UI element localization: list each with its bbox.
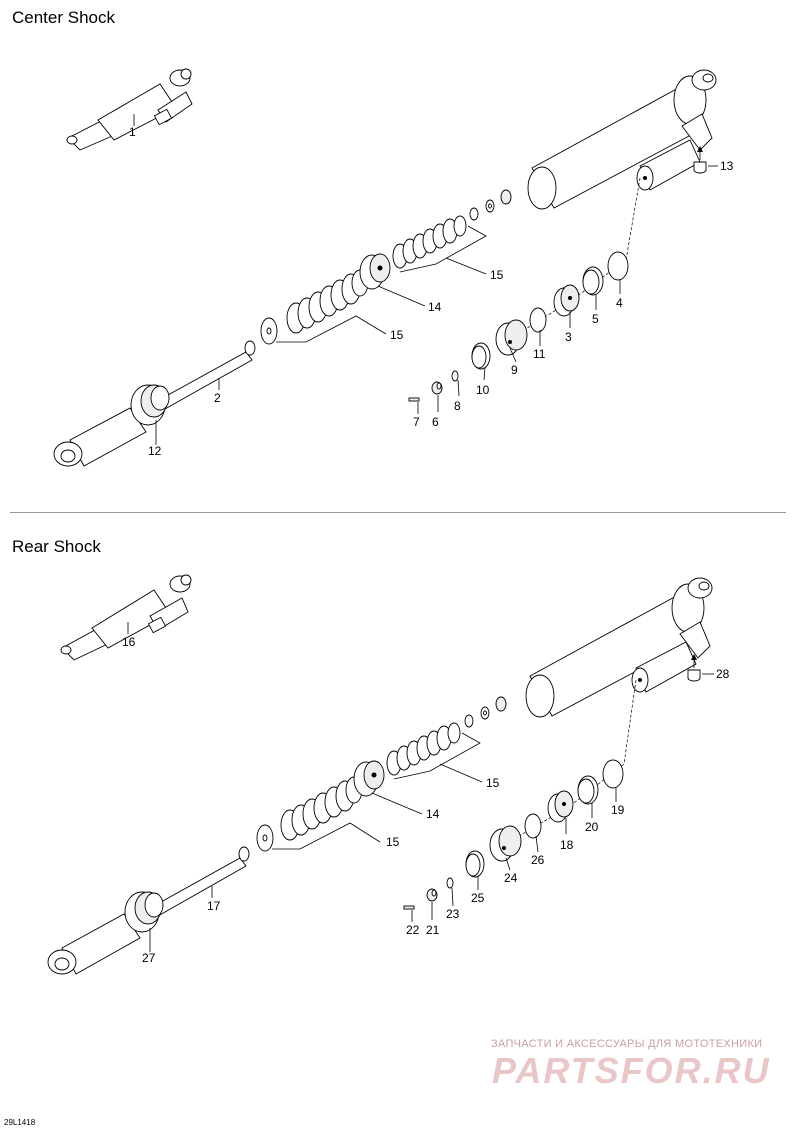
bladder-cap — [495, 319, 528, 356]
callout-11: 11 — [533, 347, 546, 361]
reservoir-cap — [693, 161, 707, 174]
floating-piston — [553, 284, 580, 317]
callout-1: 1 — [129, 125, 136, 139]
small-washer — [469, 207, 479, 221]
reservoir-cap — [687, 669, 701, 682]
piston — [353, 760, 385, 797]
reservoir — [636, 139, 701, 191]
o-ring-19 — [602, 759, 624, 789]
figure-code: 29L1418 — [4, 1118, 36, 1127]
shock-body — [525, 577, 713, 718]
callout-27: 27 — [142, 951, 156, 965]
callout-20: 20 — [585, 820, 599, 834]
callout-28: 28 — [716, 667, 730, 681]
callout-17: 17 — [207, 899, 221, 913]
rear-shock-diagram: 16 17 18 19 20 21 22 23 24 25 26 27 28 1… — [47, 574, 730, 975]
callout-16: 16 — [122, 635, 136, 649]
upper-spring-stack — [392, 215, 467, 269]
o-ring-8 — [451, 370, 459, 382]
lower-spring-stack — [280, 776, 363, 841]
callout-15-lower: 15 — [386, 835, 400, 849]
section-title-center-shock: Center Shock — [12, 8, 115, 27]
lower-spring-stack — [286, 269, 369, 334]
o-ring-4 — [607, 251, 629, 281]
callout-21: 21 — [426, 923, 440, 937]
piston — [359, 253, 391, 290]
small-washer — [464, 714, 474, 728]
reservoir — [631, 641, 697, 693]
callout-23: 23 — [446, 907, 460, 921]
o-ring-23 — [446, 877, 454, 889]
center-shock-diagram: 1 2 3 4 5 6 7 8 9 10 11 12 13 14 15 15 — [53, 68, 734, 467]
callout-9: 9 — [511, 363, 518, 377]
callout-25: 25 — [471, 891, 485, 905]
callout-5: 5 — [592, 312, 599, 326]
watermark-tagline: ЗАПЧАСТИ И АКСЕССУАРЫ ДЛЯ МОТОТЕХНИКИ — [491, 1038, 763, 1050]
ring-11 — [529, 307, 547, 333]
callout-10: 10 — [476, 383, 490, 397]
shock-body — [527, 69, 717, 210]
callout-26: 26 — [531, 853, 545, 867]
callout-14: 14 — [426, 807, 440, 821]
callout-19: 19 — [611, 803, 625, 817]
callout-15-upper: 15 — [486, 776, 500, 790]
valve-core-7 — [408, 397, 420, 402]
section-divider — [10, 512, 786, 513]
valve-core-22 — [403, 905, 415, 910]
shock-shaft — [47, 846, 250, 975]
callout-18: 18 — [560, 838, 574, 852]
callout-3: 3 — [565, 330, 572, 344]
upper-spring-stack — [386, 722, 461, 776]
ring-26 — [524, 813, 542, 839]
callout-6: 6 — [432, 415, 439, 429]
callout-14: 14 — [428, 300, 442, 314]
leader-lines — [133, 114, 718, 445]
callout-24: 24 — [504, 871, 518, 885]
bladder-cap — [489, 825, 522, 862]
callout-15-lower: 15 — [390, 328, 404, 342]
callout-13: 13 — [720, 159, 734, 173]
shock-shaft — [53, 340, 256, 467]
shaft-nut — [495, 696, 507, 712]
assembly-thumbnail — [60, 574, 192, 661]
floating-piston — [547, 790, 574, 823]
callout-7: 7 — [413, 415, 420, 429]
section-title-rear-shock: Rear Shock — [12, 537, 101, 556]
callout-4: 4 — [616, 296, 623, 310]
watermark-logo: PARTSFOR.RU — [492, 1050, 771, 1091]
leader-lines — [127, 622, 714, 952]
callout-2: 2 — [214, 391, 221, 405]
shaft-nut — [500, 189, 512, 205]
callout-12: 12 — [148, 444, 162, 458]
callout-8: 8 — [454, 399, 461, 413]
callout-22: 22 — [406, 923, 420, 937]
assembly-thumbnail — [66, 68, 193, 151]
callout-15-upper: 15 — [490, 268, 504, 282]
